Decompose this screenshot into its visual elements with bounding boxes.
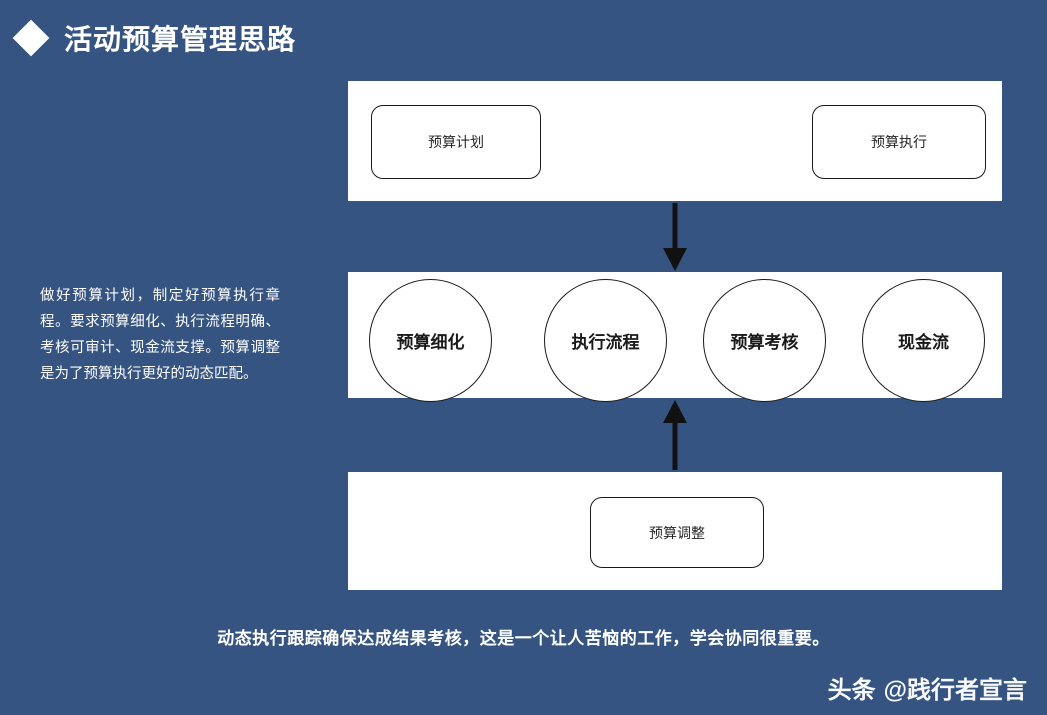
diamond-icon: [12, 19, 50, 57]
watermark: 头条 @践行者宣言: [828, 670, 1027, 705]
node-budget-plan[interactable]: 预算计划: [371, 105, 541, 179]
side-note-paragraph: 做好预算计划，制定好预算执行章程。要求预算细化、执行流程明确、考核可审计、现金流…: [40, 288, 280, 382]
page-title: 活动预算管理思路: [12, 18, 297, 58]
arrow-up-icon: [653, 400, 697, 470]
node-cash-flow[interactable]: 现金流: [862, 279, 985, 402]
page-title-text: 活动预算管理思路: [64, 24, 297, 55]
node-budget-adjustment[interactable]: 预算调整: [590, 497, 764, 568]
node-budget-detail[interactable]: 预算细化: [369, 279, 492, 402]
node-budget-execution[interactable]: 预算执行: [812, 105, 986, 179]
watermark-brand: 头条: [827, 677, 876, 704]
node-budget-assessment[interactable]: 预算考核: [703, 279, 826, 402]
node-execution-process[interactable]: 执行流程: [544, 279, 667, 402]
arrow-down-icon: [653, 203, 697, 271]
footer-caption: 动态执行跟踪确保达成结果考核，这是一个让人苦恼的工作，学会协同很重要。: [217, 629, 830, 648]
watermark-handle: @践行者宣言: [883, 677, 1027, 704]
